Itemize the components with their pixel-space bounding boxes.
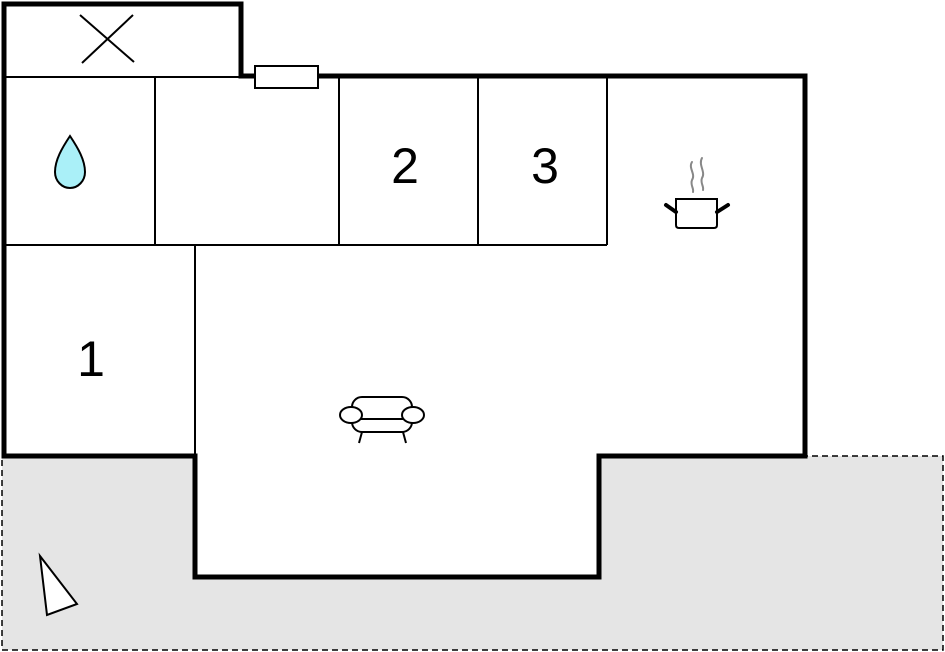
room-label-2: 2 bbox=[391, 138, 419, 194]
room-label-3: 3 bbox=[531, 138, 559, 194]
room-label-1: 1 bbox=[77, 331, 105, 387]
window-icon bbox=[254, 65, 319, 89]
living-sofa-icon bbox=[339, 396, 425, 444]
crossed-room-icon bbox=[79, 14, 135, 64]
interior-walls bbox=[4, 76, 608, 456]
bathroom-drop-icon bbox=[53, 134, 87, 190]
building-outline bbox=[1, 1, 808, 580]
north-arrow-icon bbox=[38, 552, 79, 617]
kitchen-pot-icon bbox=[664, 157, 730, 229]
